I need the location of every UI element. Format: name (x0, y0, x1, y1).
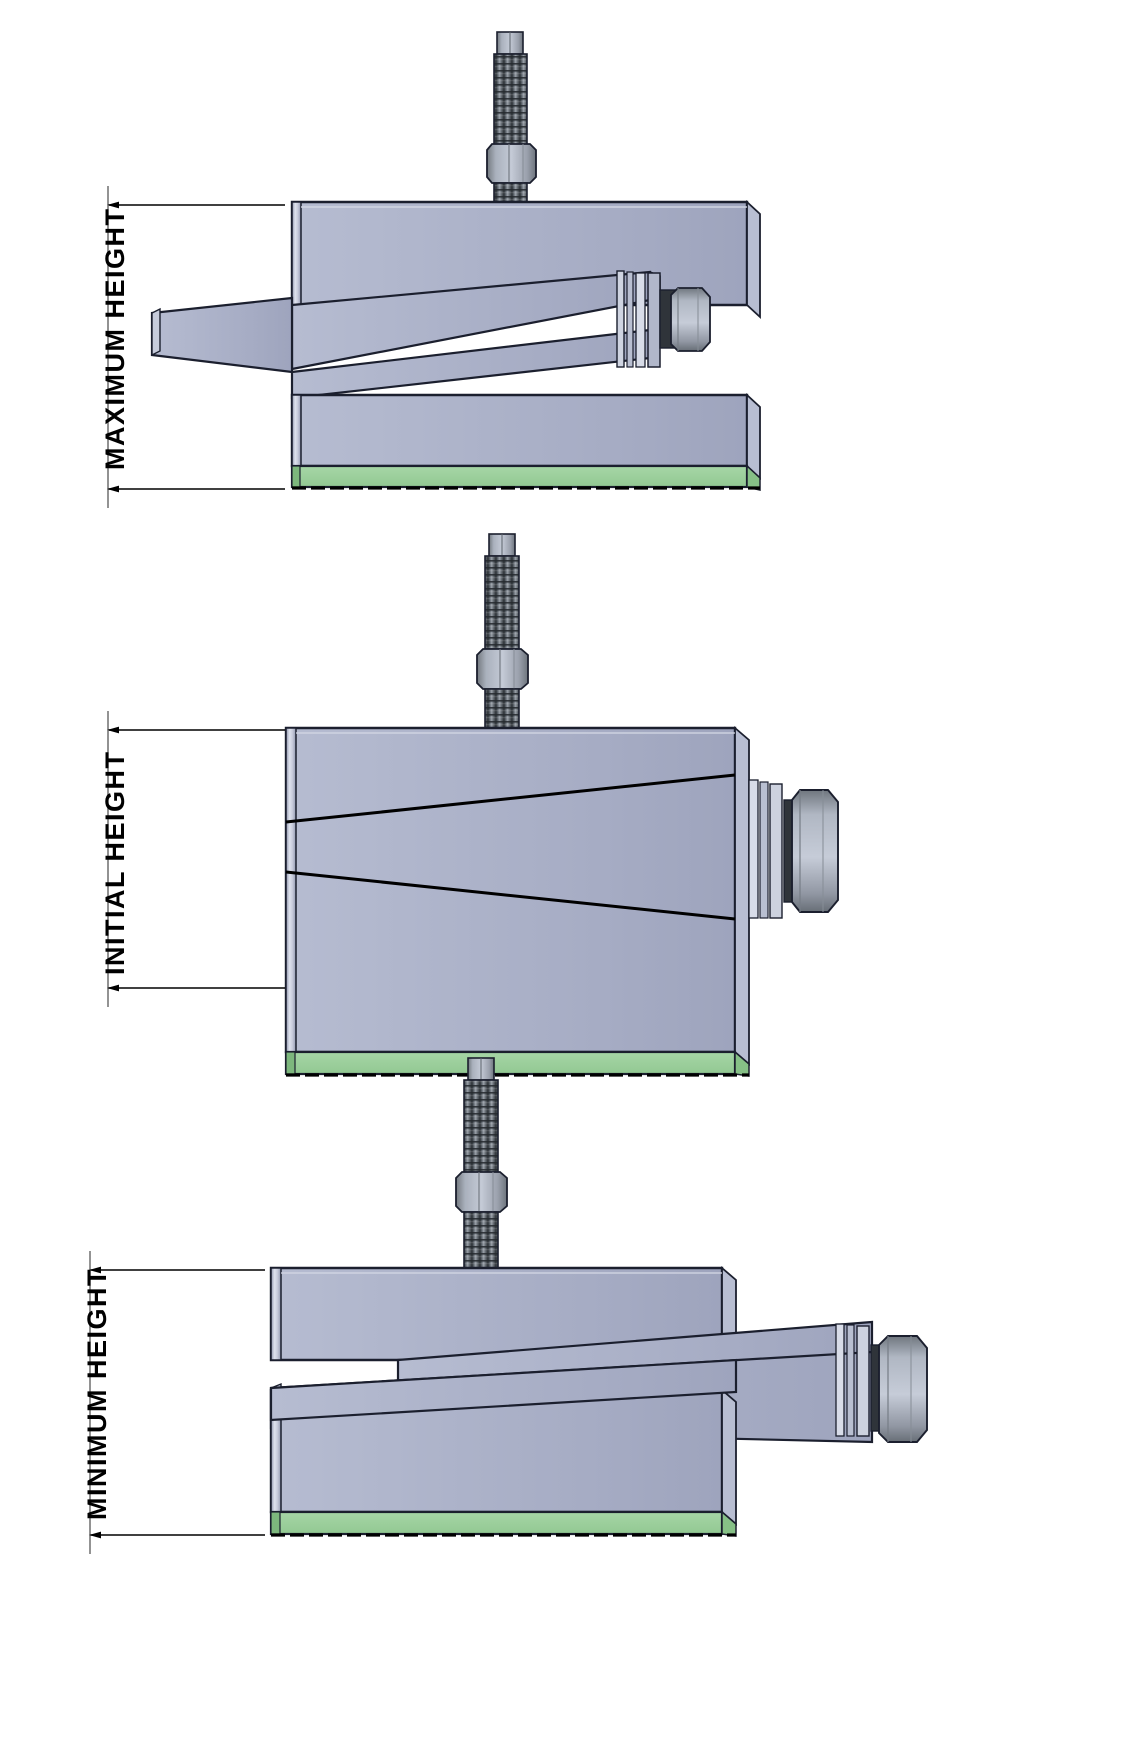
spring-tongue-left-max (150, 296, 294, 374)
green-rubber-base-max (290, 464, 761, 491)
dimension-label-minimum-height: MINIMUM HEIGHT (82, 1268, 112, 1520)
hex-nut-top-max (486, 143, 537, 184)
dimension-label-initial-height: INITIAL HEIGHT (100, 750, 130, 975)
side-hex-nut-min (870, 1335, 928, 1443)
dimension-label-maximum-height: MAXIMUM HEIGHT (100, 207, 130, 470)
spring-ribs-max (616, 270, 661, 368)
view-initial-height (107, 533, 839, 1077)
side-hex-nut-max (659, 287, 711, 352)
threaded-stud-init (476, 533, 529, 730)
tapered-spring-lines-init (285, 773, 736, 921)
dimension-initial-height (107, 711, 285, 1007)
spring-ribs-min (835, 1323, 870, 1437)
dimension-maximum-height (107, 186, 285, 508)
upper-housing-min (269, 1266, 737, 1374)
side-hex-nut-init (748, 779, 839, 919)
view-maximum-height (107, 31, 761, 508)
threaded-stud-min (455, 1057, 508, 1271)
hex-nut-top-init (476, 648, 529, 690)
lower-housing-min (269, 1358, 738, 1526)
hex-nut-top-min (455, 1171, 508, 1213)
dimension-minimum-height (89, 1251, 265, 1554)
green-rubber-base-init (284, 1050, 750, 1077)
green-rubber-base-min (269, 1510, 737, 1537)
threaded-stud-max (486, 31, 537, 212)
view-minimum-height (89, 1057, 928, 1554)
